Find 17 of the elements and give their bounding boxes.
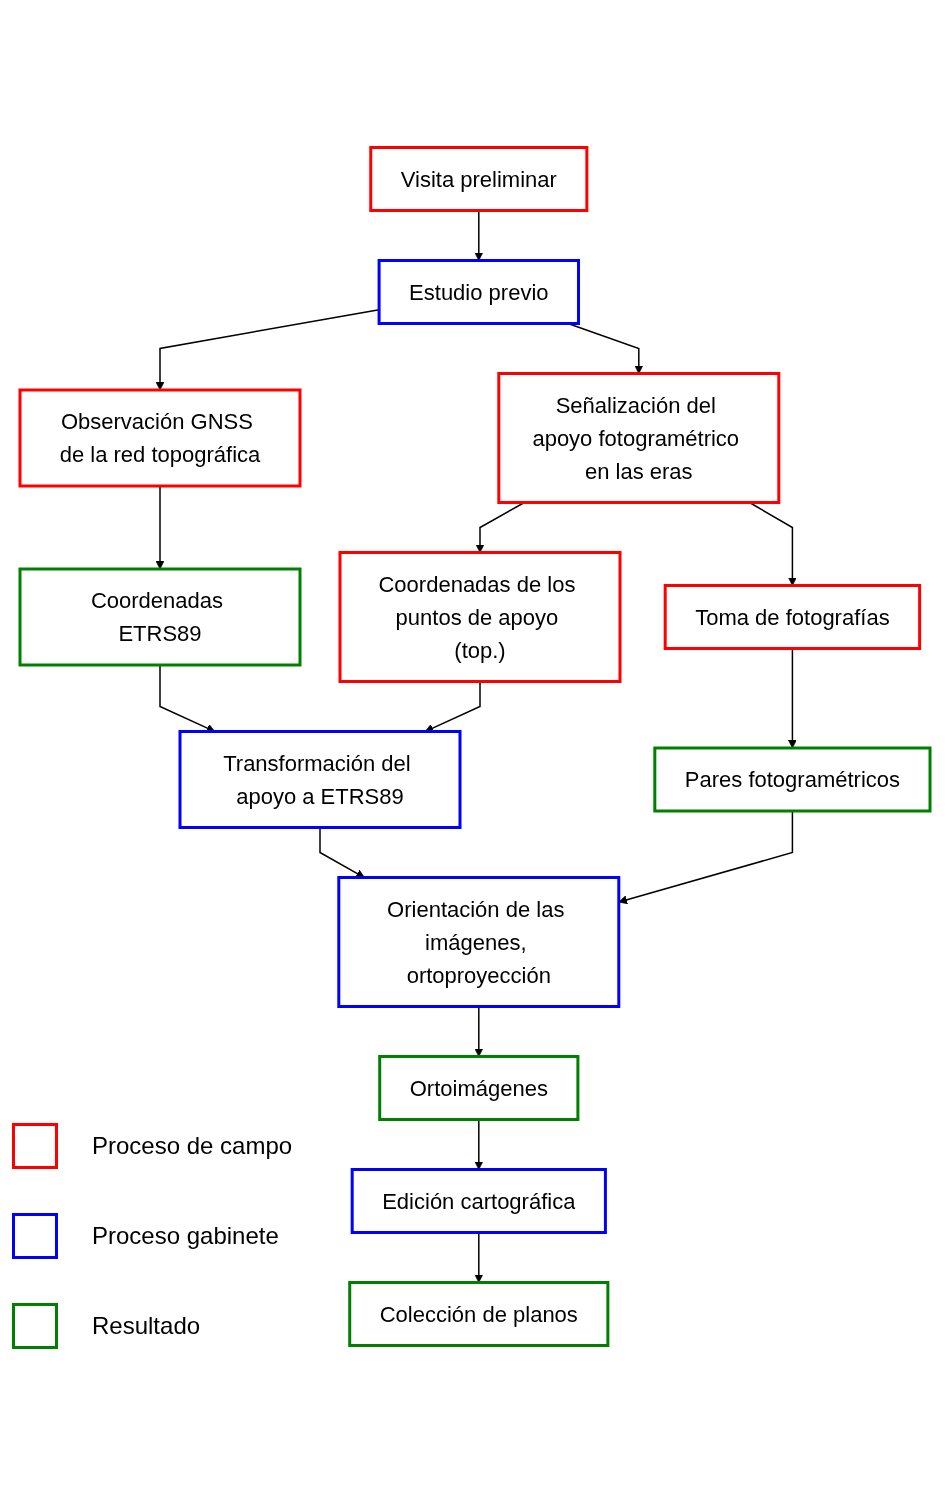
node-box: Transformación del apoyo a ETRS89 bbox=[178, 730, 462, 829]
node-box: Observación GNSS de la red topográfica bbox=[18, 388, 302, 488]
node-box: Coordenadas de los puntos de apoyo (top.) bbox=[338, 551, 622, 683]
legend-label: Resultado bbox=[92, 1312, 201, 1340]
node-box: Pares fotogramétricos bbox=[653, 746, 932, 813]
legend-label: Proceso gabinete bbox=[92, 1222, 279, 1250]
node-box: Visita preliminar bbox=[369, 146, 589, 212]
node-box: Ortoimágenes bbox=[378, 1055, 580, 1121]
node-box: Señalización del apoyo fotogramétrico en las eras bbox=[497, 372, 781, 504]
legend-label: Proceso de campo bbox=[92, 1132, 293, 1160]
node-box: Estudio previo bbox=[377, 259, 580, 325]
node-box: Orientación de las imágenes, ortoproyección bbox=[337, 876, 621, 1008]
node-box: Edición cartográfica bbox=[350, 1168, 607, 1234]
node-box: Coordenadas ETRS89 bbox=[18, 567, 302, 667]
arrow bbox=[155, 308, 380, 391]
node-box: Toma de fotografías bbox=[663, 584, 922, 650]
node-box: Colección de planos bbox=[348, 1281, 610, 1347]
